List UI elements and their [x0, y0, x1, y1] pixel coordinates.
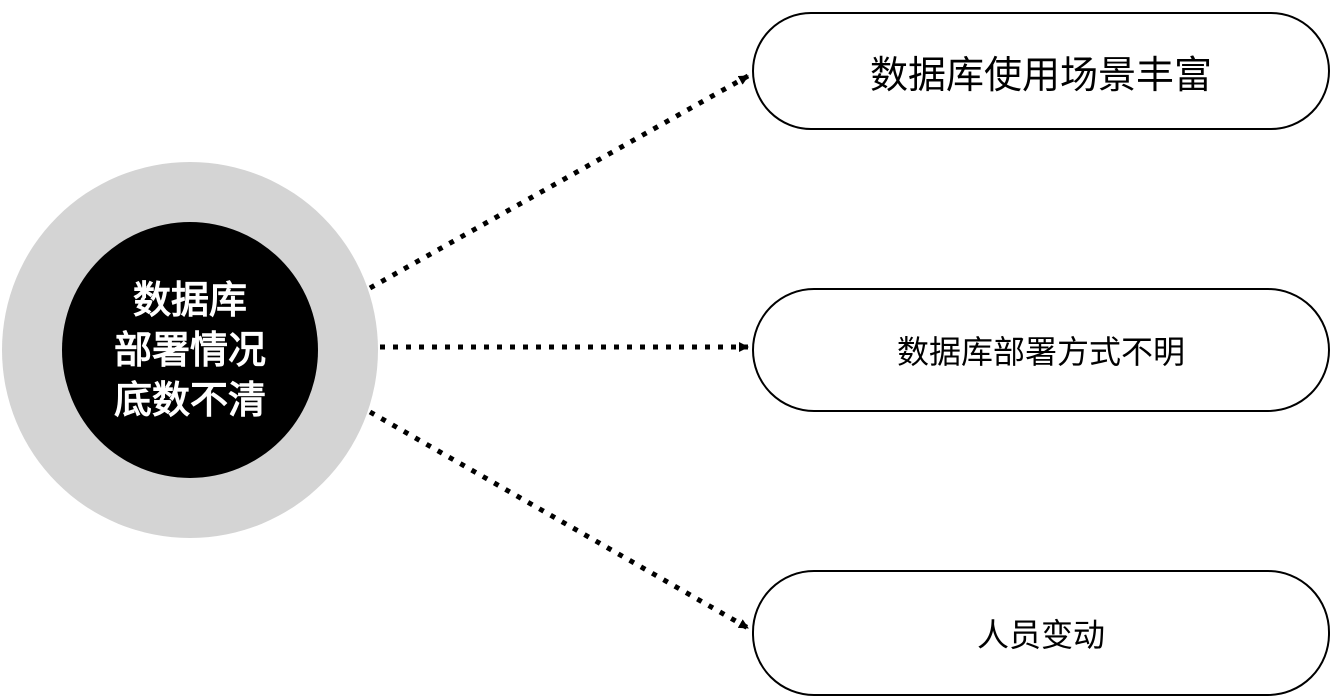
node-label: 数据库部署方式不明 — [896, 333, 1185, 371]
center-line-3: 底数不清 — [113, 378, 266, 422]
node-usage-scenarios: 数据库使用场景丰富 — [752, 12, 1330, 130]
arrow-to-node-3 — [368, 409, 750, 631]
center-node: 数据库 部署情况 底数不清 — [62, 222, 318, 478]
node-deployment-method: 数据库部署方式不明 — [752, 288, 1330, 412]
arrow-to-node-1 — [368, 73, 750, 291]
center-line-1: 数据库 — [132, 278, 247, 322]
center-line-2: 部署情况 — [113, 328, 266, 372]
node-label: 数据库使用场景丰富 — [869, 52, 1212, 97]
node-label: 人员变动 — [976, 616, 1105, 654]
node-staff-changes: 人员变动 — [752, 570, 1330, 696]
